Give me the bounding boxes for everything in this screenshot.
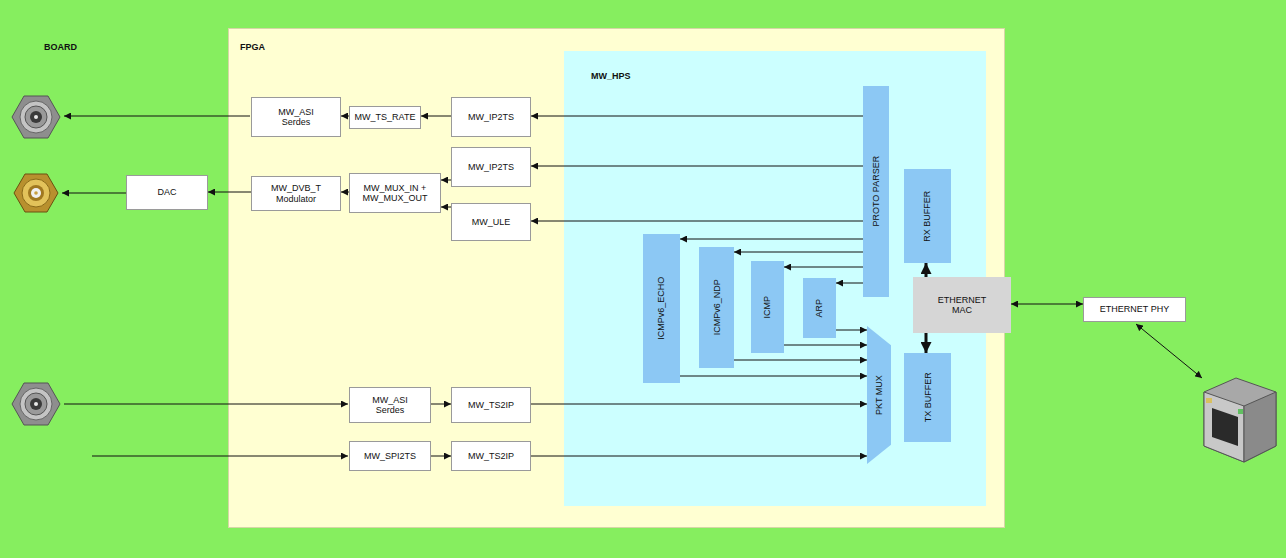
module-box: MW_TS_RATE	[349, 106, 421, 129]
block-label: ARP	[814, 299, 824, 318]
module-box: MW_ASI Serdes	[349, 387, 431, 423]
region-label: FPGA	[240, 42, 265, 52]
signal-arrow	[531, 116, 863, 117]
block-bar: ARP	[803, 278, 836, 338]
signal-arrow	[531, 166, 863, 167]
rj45-jack	[1204, 378, 1276, 462]
signal-arrow	[836, 283, 863, 284]
mux-trapezoid	[867, 326, 891, 464]
block-bar: ICMPv6_ECHO	[643, 234, 680, 383]
sma-connector	[14, 174, 58, 212]
module-box: MW_MUX_IN + MW_MUX_OUT	[349, 173, 441, 213]
signal-arrow	[531, 221, 863, 222]
signal-arrow	[431, 456, 451, 457]
module-box: MW_IP2TS	[451, 97, 531, 137]
module-box: MW_IP2TS	[451, 147, 531, 187]
block-label: ICMPv6_NDP	[711, 279, 721, 335]
block-label: MW_DVB_T Modulator	[271, 183, 321, 204]
bnc-connector	[12, 96, 60, 138]
signal-wire	[92, 456, 348, 457]
signal-arrow	[734, 252, 863, 253]
signal-arrow	[208, 192, 251, 193]
block-label: MW_IP2TS	[468, 112, 514, 122]
signal-arrow	[680, 376, 867, 377]
block-label: MW_TS_RATE	[355, 112, 416, 122]
signal-arrow	[836, 330, 867, 331]
fpga-region: PROTO PARSER RX BUFFER ICMPv6_ECHO ICMPv6_N…	[228, 28, 1005, 528]
signal-arrow	[341, 116, 349, 117]
signal-arrow	[441, 180, 451, 181]
block-label: MW_MUX_IN + MW_MUX_OUT	[363, 183, 428, 204]
data-bus-arrow	[925, 333, 928, 353]
block-bar: PROTO PARSER	[863, 86, 889, 297]
block-label: MW_TS2IP	[468, 451, 514, 461]
signal-arrow	[734, 360, 867, 361]
cable-wire	[1136, 324, 1202, 378]
signal-arrow	[341, 192, 349, 193]
block-label: MW_SPI2TS	[364, 451, 416, 461]
block-label: RX BUFFER	[922, 190, 932, 241]
signal-arrow	[441, 207, 451, 208]
block-bar: RX BUFFER	[904, 169, 951, 263]
block-label: ETHERNET MAC	[938, 295, 986, 316]
module-box: MW_TS2IP	[451, 441, 531, 471]
block-label: TX BUFFER	[922, 372, 932, 422]
mux-shape: PKT MUX	[867, 326, 891, 464]
block-label: ICMPv6_ECHO	[656, 277, 666, 340]
block-label: MW_IP2TS	[468, 162, 514, 172]
data-bus-arrow	[925, 263, 928, 277]
signal-arrow	[680, 239, 863, 240]
block-label: PKT MUX	[874, 375, 884, 415]
block-label: MW_ULE	[472, 217, 511, 227]
signal-arrow	[431, 404, 451, 405]
block-label: PROTO PARSER	[871, 156, 881, 227]
module-box: DAC	[126, 175, 208, 210]
signal-wire	[62, 193, 126, 194]
signal-arrow	[1011, 304, 1083, 305]
block-bar: ICMPv6_NDP	[699, 247, 734, 368]
block-bar: TX BUFFER	[904, 353, 951, 442]
region-label: BOARD	[44, 42, 77, 52]
region-label: MW_HPS	[591, 71, 631, 81]
module-box: MW_DVB_T Modulator	[251, 176, 341, 211]
signal-wire	[64, 116, 250, 117]
signal-wire	[64, 404, 348, 405]
block-label: ICMP	[762, 296, 772, 319]
bnc-connector	[12, 383, 60, 425]
module-box: MW_SPI2TS	[349, 441, 431, 471]
signal-arrow	[531, 404, 867, 405]
block-label: DAC	[157, 187, 176, 197]
module-box: MW_TS2IP	[451, 387, 531, 423]
block-label: MW_ASI Serdes	[372, 395, 408, 416]
module-box: ETHERNET PHY	[1083, 297, 1186, 322]
signal-arrow	[784, 267, 863, 268]
module-box: MW_ULE	[451, 203, 531, 241]
module-box: MW_ASI Serdes	[251, 97, 341, 137]
signal-arrow	[531, 456, 867, 457]
signal-arrow	[784, 345, 867, 346]
block-bar: ICMP	[751, 261, 784, 353]
block-label: MW_TS2IP	[468, 400, 514, 410]
signal-arrow	[421, 116, 451, 117]
block-label: ETHERNET PHY	[1100, 304, 1169, 314]
block-label: MW_ASI Serdes	[278, 107, 314, 128]
mac-box: ETHERNET MAC	[913, 277, 1011, 333]
